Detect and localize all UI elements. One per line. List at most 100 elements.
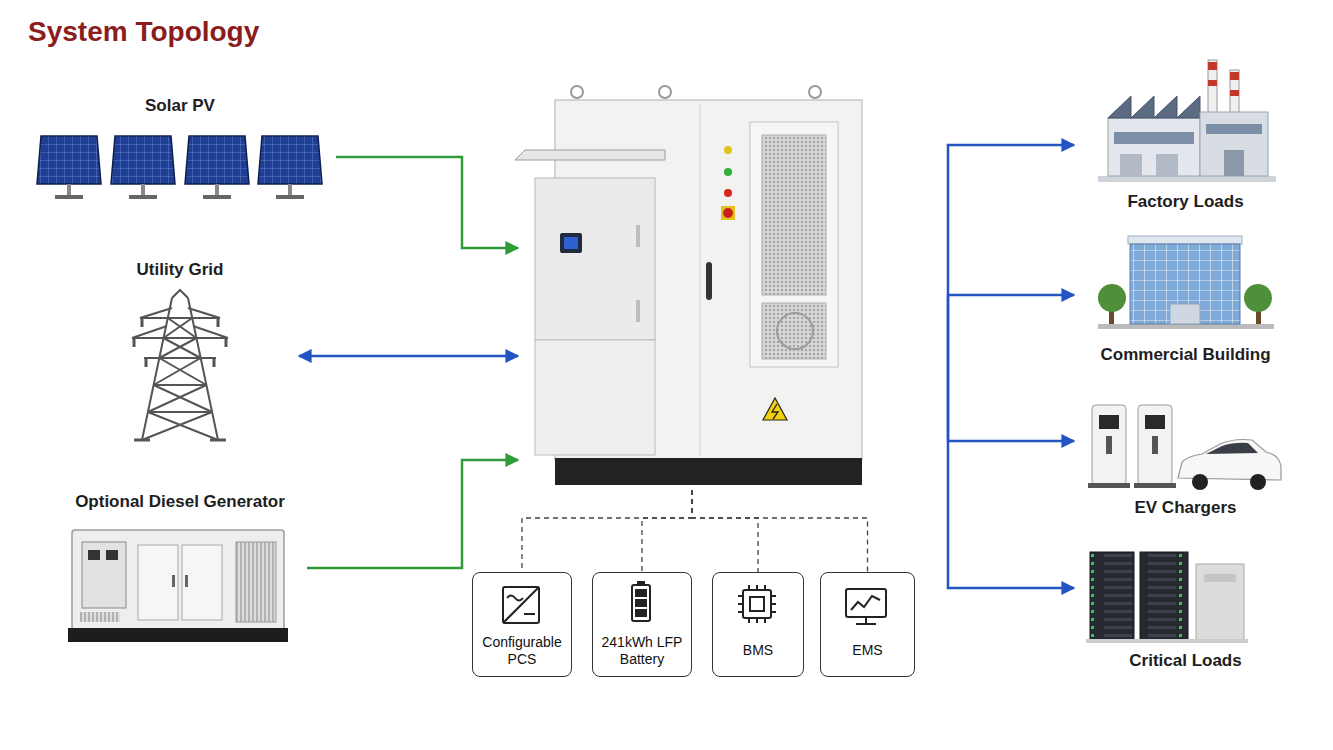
factory-building-part <box>1156 154 1178 176</box>
chip-icon-part <box>750 597 764 611</box>
office-building-part <box>1170 304 1200 324</box>
transmission-tower-part <box>134 439 226 442</box>
power-flow-arrow <box>948 295 1074 366</box>
solar-panel-part <box>111 136 175 184</box>
server-racks <box>1086 552 1248 643</box>
ev-charger-station-part <box>1206 443 1258 454</box>
component-box: 241kWh LFP Battery <box>592 572 692 677</box>
ev-charger-station-part <box>1099 415 1119 429</box>
factory-building-part <box>1108 96 1200 118</box>
transmission-tower-part <box>142 290 218 440</box>
office-building-part <box>1130 244 1240 324</box>
office-building-part <box>1098 324 1274 329</box>
solar-panel-part <box>67 184 71 196</box>
pcs-icon <box>503 587 539 623</box>
node-label: Optional Diesel Generator <box>53 492 307 512</box>
factory-building-part <box>1114 132 1194 144</box>
storage-cabinet-part <box>777 313 813 349</box>
storage-cabinet-part <box>659 86 671 98</box>
storage-cabinet-part <box>535 178 655 340</box>
component-label: Configurable PCS <box>477 634 567 668</box>
monitor-icon <box>846 589 886 624</box>
transmission-tower <box>132 290 228 440</box>
solar-panel <box>258 136 322 199</box>
storage-cabinet-part <box>564 237 578 249</box>
solar-panel <box>111 136 175 199</box>
power-flow-arrow <box>299 355 518 358</box>
diesel-generator-part <box>106 550 118 560</box>
dashed-link <box>692 490 758 572</box>
node-label: Factory Loads <box>1074 192 1297 212</box>
storage-cabinet-part <box>724 146 732 154</box>
monitor-icon-part <box>856 617 876 624</box>
component-label: BMS <box>717 642 799 659</box>
diesel-generator-part <box>88 550 100 560</box>
factory-building-part <box>1206 124 1262 134</box>
source-node: Utility Grid <box>61 260 299 448</box>
load-node: EV Chargers <box>1074 388 1297 518</box>
power-flow-arrow <box>336 157 518 248</box>
solar-panel-part <box>203 195 231 199</box>
power-flow-arrow <box>948 145 1074 366</box>
source-node: Solar PV <box>24 96 336 206</box>
storage-cabinet-part <box>535 340 655 455</box>
component-box: EMS <box>820 572 915 677</box>
storage-cabinet-part <box>723 208 733 218</box>
ev-charger-station-part <box>1145 415 1165 429</box>
ev-charger-station-part <box>1088 483 1130 488</box>
diesel-generator <box>68 530 288 642</box>
factory-building-part <box>1230 90 1239 96</box>
storage-cabinet-part <box>772 404 778 419</box>
node-label: Commercial Building <box>1074 345 1297 365</box>
factory-building-part <box>1208 62 1217 70</box>
solar-panel-part <box>55 195 83 199</box>
battery-icon-part <box>632 585 650 621</box>
pcs-icon-part <box>503 587 539 623</box>
ev-charger-station-part <box>1178 440 1281 481</box>
battery-icon-part <box>635 589 647 597</box>
server-racks-part <box>1196 564 1244 640</box>
ev-charger-station-part <box>1106 436 1112 454</box>
solar-panel-part <box>215 184 219 196</box>
factory-building-part <box>1208 80 1217 86</box>
solar-panel-part <box>185 136 249 184</box>
factory-building-part <box>1208 60 1217 120</box>
diesel-generator-part <box>172 575 175 587</box>
solar-panel-part <box>129 195 157 199</box>
ev-charger-station-part <box>1192 474 1208 490</box>
storage-cabinet-part <box>762 135 826 295</box>
storage-cabinet-part <box>721 206 735 220</box>
factory-building-part <box>1120 154 1142 176</box>
storage-cabinet-part <box>724 189 732 197</box>
ev-charger-station-part <box>1152 436 1158 454</box>
diesel-generator-part <box>182 545 222 620</box>
pcs-icon-part <box>507 596 523 601</box>
diesel-generator-part <box>68 628 288 642</box>
office-building-part <box>1244 284 1272 312</box>
component-box: Configurable PCS <box>472 572 572 677</box>
server-racks-part <box>1204 574 1236 582</box>
battery-icon <box>632 581 650 621</box>
server-racks-part <box>1090 552 1134 640</box>
load-node: Factory Loads <box>1074 50 1297 212</box>
component-label: 241kWh LFP Battery <box>597 634 687 668</box>
node-label: EV Chargers <box>1074 498 1297 518</box>
battery-icon-part <box>635 599 647 607</box>
component-box: BMS <box>712 572 804 677</box>
solar-panel <box>185 136 249 199</box>
node-label: Solar PV <box>24 96 336 116</box>
cabinet-node <box>518 88 948 490</box>
storage-cabinet-part <box>515 150 665 160</box>
solar-panel <box>37 136 101 199</box>
diesel-generator-part <box>138 545 178 620</box>
ev-charger-station-part <box>1134 483 1176 488</box>
factory-building-part <box>1230 72 1239 80</box>
transmission-tower-part <box>132 308 228 338</box>
transmission-tower-part <box>134 318 226 367</box>
solar-panel-array <box>37 136 322 199</box>
node-label: Utility Grid <box>61 260 299 280</box>
battery-icon-part <box>635 609 647 617</box>
power-flow-arrow <box>948 366 1074 588</box>
storage-cabinet-part <box>750 122 838 367</box>
